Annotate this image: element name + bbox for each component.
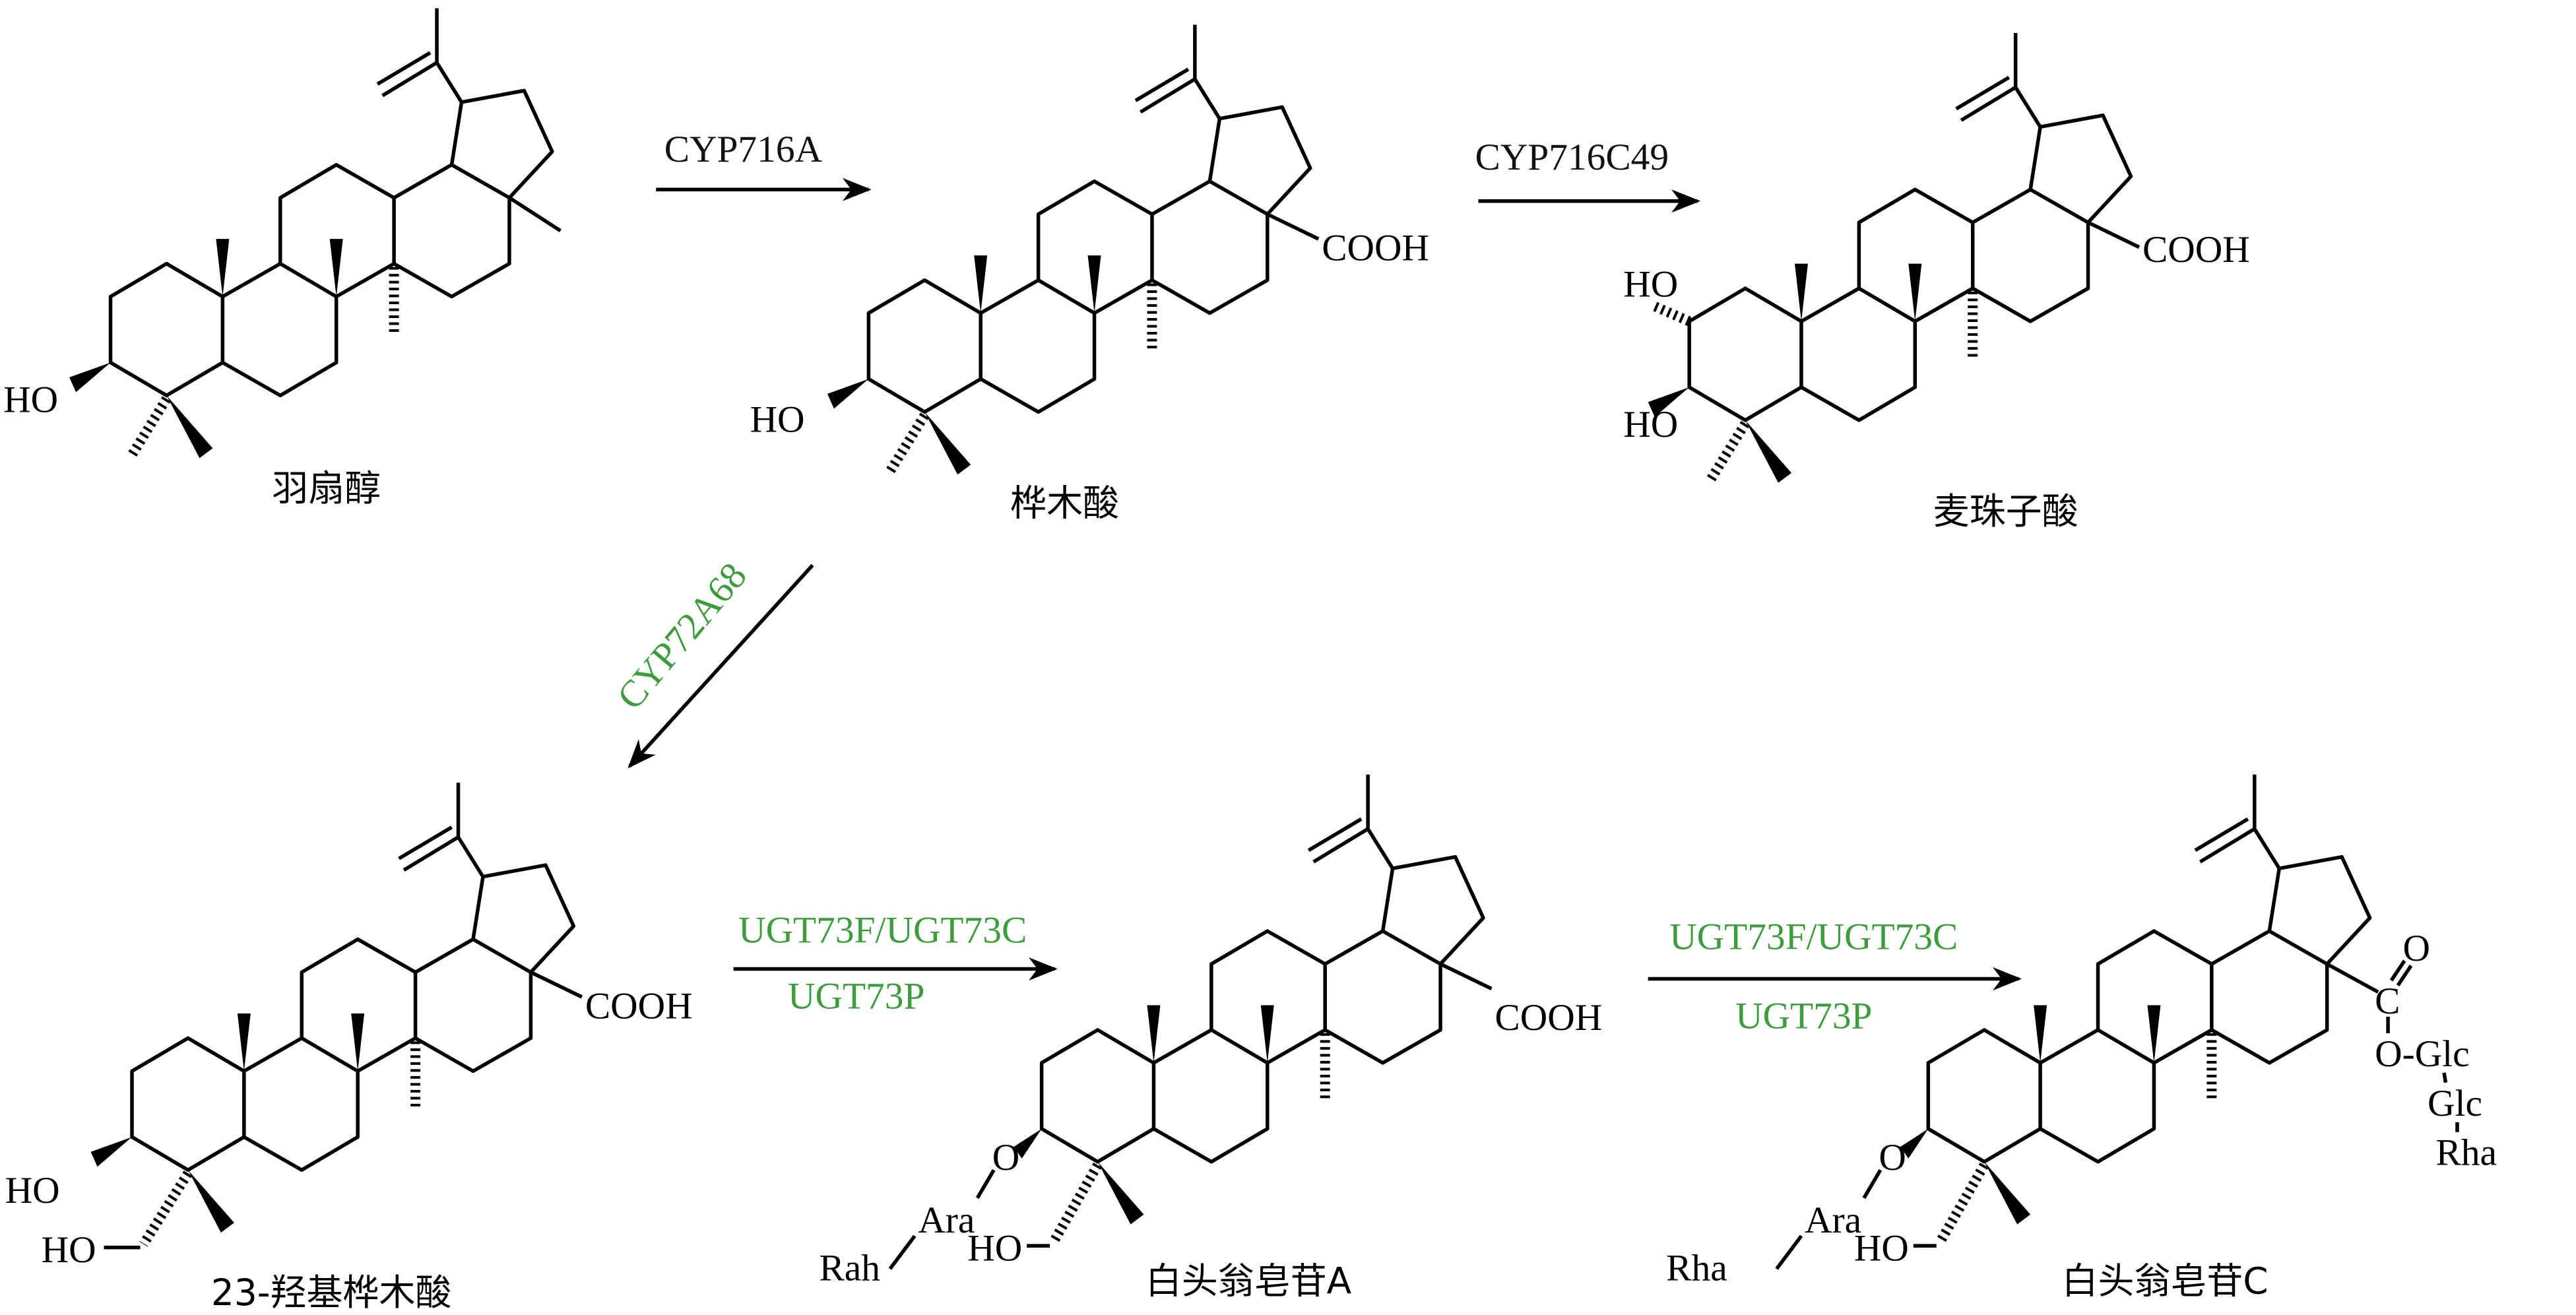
compound-pulsatilla-saponin-a: COOH O Ara Rah HO 白头翁皂苷A <box>819 775 1602 1302</box>
carbonyl-oxygen: O <box>2403 928 2430 969</box>
c28-bond <box>530 971 583 999</box>
rhamnose-label: Rha <box>1666 1248 1727 1289</box>
reaction-step-4: UGT73F/UGT73C UGT73P <box>733 910 1058 1017</box>
enzyme-label: UGT73P <box>788 975 924 1017</box>
carboxyl-group: COOH <box>1322 228 1429 269</box>
lupane-skeleton <box>132 783 573 1233</box>
lupane-skeleton <box>1689 33 2131 483</box>
c3-wedge <box>90 1137 133 1167</box>
lupane-skeleton <box>868 24 1310 474</box>
c3-oxygen: O <box>992 1137 1019 1178</box>
c23-hydroxyl: HO <box>1854 1228 1909 1269</box>
c23-hash <box>1048 1162 1103 1245</box>
compound-lupeol: HO 羽扇醇 <box>3 8 562 509</box>
enzyme-label: CYP716A <box>664 129 823 170</box>
enzyme-label: CYP72A68 <box>609 555 755 717</box>
glc-glc-bond <box>2442 1072 2448 1083</box>
arabinose-label: Ara <box>1805 1200 1861 1241</box>
c2-hydroxyl: HO <box>1623 264 1678 305</box>
carboxyl-group: COOH <box>585 985 693 1027</box>
c23-hash <box>1935 1162 1989 1245</box>
c3-oxygen: O <box>1879 1137 1906 1178</box>
c3-wedge <box>1648 387 1690 417</box>
enzyme-label: UGT73F/UGT73C <box>738 910 1027 951</box>
c3-wedge <box>69 362 111 393</box>
compound-name: 桦木酸 <box>1010 482 1119 525</box>
lupane-skeleton <box>111 8 552 458</box>
c28-bond <box>2326 962 2379 994</box>
c3-hydroxyl: HO <box>3 379 58 420</box>
compound-betulinic-acid: COOH HO 桦木酸 <box>750 24 1429 525</box>
c3-hydroxyl: HO <box>1623 404 1678 445</box>
lupane-skeleton <box>1928 775 2369 1225</box>
ester-carbon: C <box>2375 980 2400 1022</box>
enzyme-label: UGT73F/UGT73C <box>1669 916 1958 958</box>
o-ara-bond <box>975 1169 996 1200</box>
compound-alphitolic-acid: COOH HO HO 麦珠子酸 <box>1623 33 2250 532</box>
c23-hydroxyl: HO <box>42 1229 96 1271</box>
compound-name: 羽扇醇 <box>272 467 381 509</box>
c2-hash <box>1649 300 1692 326</box>
enzyme-label: CYP716C49 <box>1475 137 1669 178</box>
ester-oxygen-glucose: O-Glc <box>2375 1033 2470 1075</box>
c3-wedge <box>1014 1128 1042 1159</box>
c17-methyl <box>508 196 562 232</box>
reaction-arrow <box>628 563 814 769</box>
compound-23-hydroxybetulinic-acid: COOH HO HO 23-羟基桦木酸 <box>5 783 693 1314</box>
reaction-step-1: CYP716A <box>656 129 872 201</box>
c3-hydroxyl: HO <box>750 399 805 440</box>
o-ara-bond <box>1862 1169 1883 1200</box>
carboxyl-group: COOH <box>1495 997 1602 1039</box>
c23-hash <box>139 1171 193 1247</box>
reaction-step-3: CYP72A68 <box>609 555 814 769</box>
c3-wedge <box>827 379 869 409</box>
c3-wedge <box>1900 1128 1929 1159</box>
c28-bond <box>1439 962 1493 990</box>
c28-bond <box>2087 220 2141 249</box>
carboxyl-group: COOH <box>2142 229 2250 271</box>
ara-rah-bond <box>888 1235 917 1270</box>
lupane-skeleton <box>1042 775 1483 1225</box>
compound-name: 麦珠子酸 <box>1933 490 2078 532</box>
c3-hydroxyl: HO <box>5 1170 60 1211</box>
compound-pulsatilla-saponin-c: C O O-Glc Glc Rha O Ara Rha HO 白头翁皂苷C <box>1666 775 2497 1302</box>
glucose-label: Glc <box>2428 1083 2482 1124</box>
c4-methyl <box>886 412 929 474</box>
compound-name: 白头翁皂苷A <box>1145 1260 1352 1302</box>
compound-name: 白头翁皂苷C <box>2062 1260 2269 1302</box>
compound-name: 23-羟基桦木酸 <box>211 1271 451 1314</box>
reaction-step-2: CYP716C49 <box>1475 137 1701 213</box>
c28-bond <box>1266 212 1320 241</box>
carbonyl-double-bond <box>2389 959 2413 987</box>
c4-methyl <box>1706 420 1750 482</box>
ara-rha-bond <box>1775 1235 1803 1270</box>
c4-methyl <box>127 396 171 458</box>
rhamnose-label: Rah <box>819 1248 880 1289</box>
arabinose-label: Ara <box>918 1200 975 1241</box>
reaction-step-5: UGT73F/UGT73C UGT73P <box>1648 916 2022 1037</box>
c23-hydroxyl: HO <box>967 1228 1022 1269</box>
enzyme-label: UGT73P <box>1735 995 1872 1037</box>
rhamnose-terminal-label: Rha <box>2436 1132 2497 1174</box>
